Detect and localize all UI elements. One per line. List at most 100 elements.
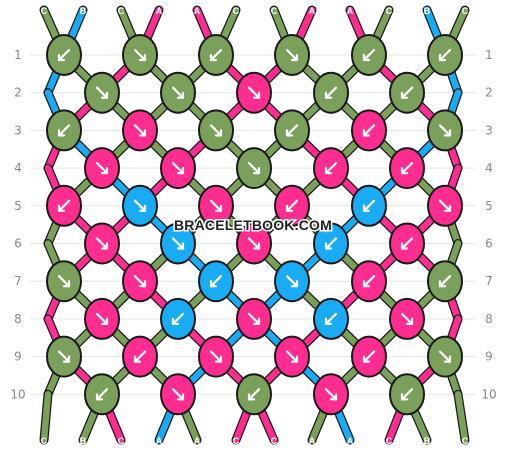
arrow-down-left-icon <box>438 48 452 62</box>
arrow-down-left-icon <box>247 388 261 401</box>
bottom-string-label: A <box>156 436 163 446</box>
arrow-down-left-icon <box>285 199 299 212</box>
arrow-down-right-icon <box>438 199 452 212</box>
knot <box>160 71 196 114</box>
arrow-down-right-icon <box>95 162 109 175</box>
arrow-down-right-icon <box>247 237 261 250</box>
arrow-down-left-icon <box>400 237 414 250</box>
arrow-down-right-icon <box>57 350 71 363</box>
knot <box>427 34 463 76</box>
arrow-down-left-icon <box>324 86 338 99</box>
arrow-down-left-icon <box>362 124 376 137</box>
arrow-down-left-icon <box>438 275 452 288</box>
knot <box>198 260 234 303</box>
knot <box>122 260 158 303</box>
knot <box>122 34 158 76</box>
knot <box>236 373 272 416</box>
knots-layer <box>46 34 463 416</box>
row-number-left: 10 <box>10 387 25 401</box>
top-string-label: C <box>118 6 125 16</box>
knot <box>122 109 158 152</box>
arrow-down-left-icon <box>57 124 71 137</box>
bottom-string-label: C <box>41 436 48 446</box>
bottom-string-label: B <box>424 436 431 446</box>
arrow-down-left-icon <box>400 162 414 175</box>
knot <box>236 222 272 265</box>
arrow-down-left-icon <box>171 312 185 325</box>
knot <box>160 373 196 416</box>
knot <box>427 184 463 227</box>
arrow-down-right-icon <box>209 350 223 363</box>
arrow-down-right-icon <box>133 48 147 62</box>
knot <box>313 297 349 340</box>
arrow-down-right-icon <box>171 388 185 401</box>
arrow-down-right-icon <box>95 237 109 250</box>
knot <box>84 222 120 265</box>
arrow-down-left-icon <box>324 237 338 250</box>
knot <box>236 147 272 190</box>
knot <box>198 109 234 152</box>
arrow-down-left-icon <box>400 86 414 99</box>
row-number-right: 1 <box>485 48 493 62</box>
arrow-down-right-icon <box>133 199 147 212</box>
top-string-label: A <box>309 6 316 16</box>
arrow-down-left-icon <box>209 48 223 62</box>
knot <box>427 260 463 303</box>
knot <box>351 260 387 303</box>
top-string-label: B <box>424 6 431 16</box>
knot <box>122 335 158 378</box>
knot <box>274 109 310 152</box>
knot <box>389 222 425 265</box>
knot <box>122 184 158 227</box>
top-string-label: C <box>386 6 393 16</box>
row-number-left: 3 <box>14 123 22 137</box>
arrow-down-right-icon <box>438 350 452 363</box>
knot <box>46 109 82 152</box>
knot <box>160 222 196 265</box>
knot <box>236 71 272 114</box>
row-number-right: 10 <box>481 387 496 401</box>
knot <box>198 184 234 227</box>
arrow-down-right-icon <box>209 124 223 137</box>
top-string-label: C <box>271 6 278 16</box>
knot <box>427 109 463 152</box>
bottom-string-label: A <box>347 436 354 446</box>
arrow-down-right-icon <box>171 86 185 99</box>
arrow-down-left-icon <box>362 199 376 212</box>
arrow-down-left-icon <box>57 48 71 62</box>
knot <box>313 71 349 114</box>
top-string-label: C <box>462 6 469 16</box>
row-number-left: 9 <box>14 350 22 364</box>
knot <box>274 335 310 378</box>
knot <box>160 297 196 340</box>
row-number-left: 6 <box>14 237 22 251</box>
knot <box>46 184 82 227</box>
knot <box>389 297 425 340</box>
knot <box>313 222 349 265</box>
strand-segment <box>40 391 52 444</box>
row-number-right: 4 <box>485 161 493 175</box>
knot <box>313 147 349 190</box>
row-number-right: 7 <box>485 274 493 288</box>
knot <box>389 373 425 416</box>
row-number-left: 1 <box>14 48 22 62</box>
arrow-down-right-icon <box>438 124 452 137</box>
row-number-left: 8 <box>14 312 22 326</box>
arrow-down-right-icon <box>247 312 261 325</box>
knot <box>198 34 234 76</box>
bottom-string-label: C <box>233 436 240 446</box>
row-number-right: 3 <box>485 123 493 137</box>
row-number-left: 5 <box>14 199 22 213</box>
bottom-string-label: C <box>271 436 278 446</box>
bottom-string-label: C <box>118 436 125 446</box>
row-number-right: 6 <box>485 237 493 251</box>
arrow-down-right-icon <box>95 312 109 325</box>
arrow-down-left-icon <box>324 312 338 325</box>
arrow-down-right-icon <box>247 86 261 99</box>
arrow-down-right-icon <box>400 312 414 325</box>
knot <box>46 335 82 378</box>
knot <box>351 184 387 227</box>
knot <box>313 373 349 416</box>
top-string-label: A <box>156 6 163 16</box>
